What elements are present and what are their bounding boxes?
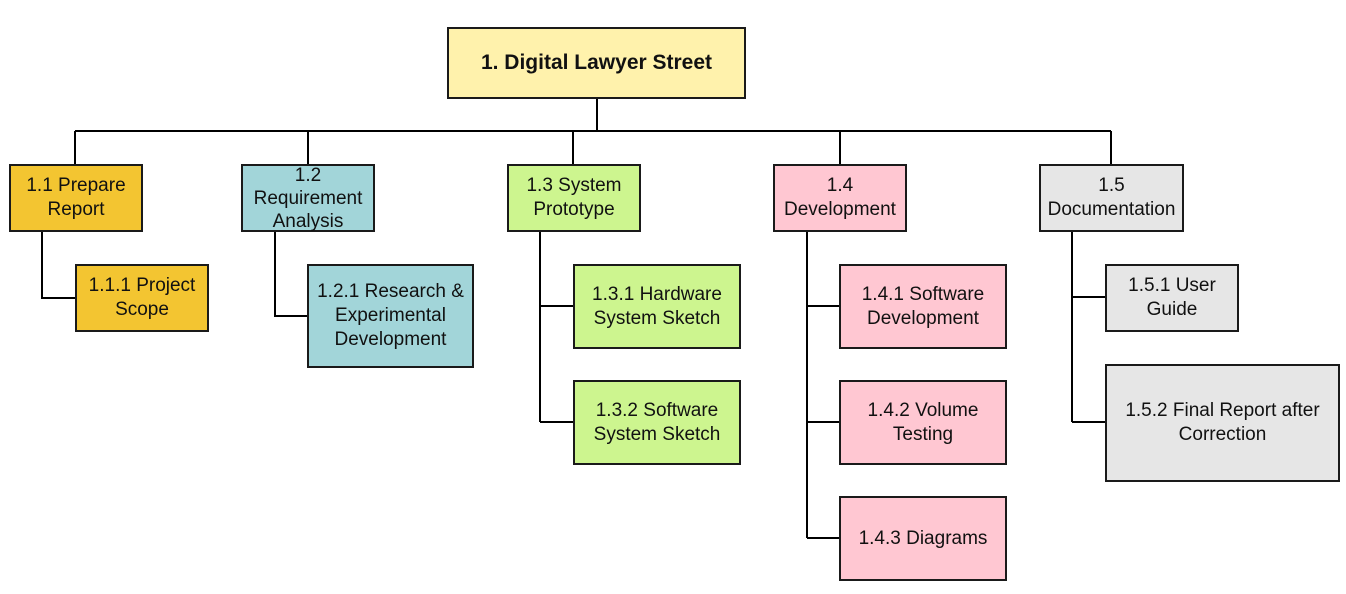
wbs-node-1-3-2[interactable]: 1.3.2 Software System Sketch [573, 380, 741, 465]
wbs-node-1-5-label: 1.5 Documentation [1047, 175, 1176, 220]
wbs-node-1-4-3-label: 1.4.3 Diagrams [858, 527, 988, 549]
wbs-node-1-4-3[interactable]: 1.4.3 Diagrams [839, 496, 1007, 581]
wbs-node-1-5-1-label: 1.5.1 User Guide [1128, 275, 1216, 320]
wbs-node-1-2-1-label: 1.2.1 Research & Experimental Developmen… [317, 281, 464, 350]
wbs-node-1-1-label: 1.1 Prepare Report [26, 175, 126, 220]
wbs-node-1-5-1[interactable]: 1.5.1 User Guide [1105, 264, 1239, 332]
connector-1-1-spine [41, 232, 76, 299]
wbs-node-1-1[interactable]: 1.1 Prepare Report [9, 164, 143, 232]
wbs-node-1-4-label: 1.4 Development [784, 175, 896, 220]
wbs-node-1-4-1[interactable]: 1.4.1 Software Development [839, 264, 1007, 349]
wbs-node-1-3-1[interactable]: 1.3.1 Hardware System Sketch [573, 264, 741, 349]
wbs-node-1-3-2-label: 1.3.2 Software System Sketch [593, 399, 721, 445]
connector-1-2-spine [274, 232, 308, 317]
wbs-node-1-1-1[interactable]: 1.1.1 Project Scope [75, 264, 209, 332]
wbs-node-1-1-1-label: 1.1.1 Project Scope [88, 275, 196, 320]
wbs-node-1-3[interactable]: 1.3 System Prototype [507, 164, 641, 232]
wbs-node-1-3-1-label: 1.3.1 Hardware System Sketch [592, 283, 722, 329]
wbs-node-1-5-2[interactable]: 1.5.2 Final Report after Correction [1105, 364, 1340, 482]
wbs-node-1-5-2-label: 1.5.2 Final Report after Correction [1125, 400, 1320, 445]
wbs-node-1-2[interactable]: 1.2 Requirement Analysis [241, 164, 375, 232]
wbs-node-1-2-label: 1.2 Requirement Analysis [253, 164, 363, 232]
wbs-root-label: 1. Digital Lawyer Street [480, 51, 713, 74]
wbs-node-1-4-1-label: 1.4.1 Software Development [861, 283, 985, 329]
wbs-root-node[interactable]: 1. Digital Lawyer Street [447, 27, 746, 99]
wbs-node-1-4[interactable]: 1.4 Development [773, 164, 907, 232]
wbs-node-1-2-1[interactable]: 1.2.1 Research & Experimental Developmen… [307, 264, 474, 368]
wbs-node-1-5[interactable]: 1.5 Documentation [1039, 164, 1184, 232]
wbs-node-1-3-label: 1.3 System Prototype [526, 175, 622, 220]
wbs-node-1-4-2[interactable]: 1.4.2 Volume Testing [839, 380, 1007, 465]
wbs-node-1-4-2-label: 1.4.2 Volume Testing [867, 399, 979, 445]
